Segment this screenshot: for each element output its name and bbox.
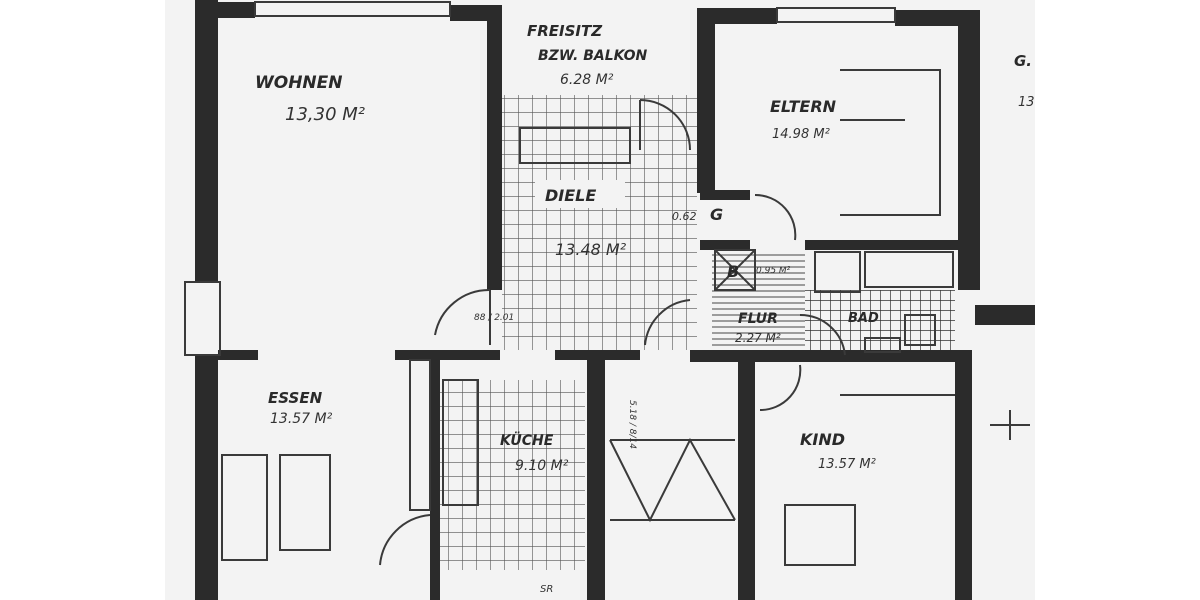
bad-tiles (805, 290, 955, 350)
flur-hatch (712, 250, 805, 348)
garderobe-area: 0.62 (672, 210, 697, 223)
garderobe-label: G (710, 205, 723, 224)
wohnen-area: 13,30 M² (285, 104, 365, 125)
diele-label-bg (535, 180, 625, 208)
diele-tiles (502, 95, 697, 350)
stair-mark: 5.18 / 8/14 (627, 400, 637, 449)
neighbor-area: 13 (1018, 95, 1035, 110)
neighbor-label: G. (1014, 52, 1032, 70)
diele-label: DIELE (545, 186, 596, 205)
essen-area: 13.57 M² (270, 411, 333, 427)
freisitz-area: 6.28 M² (560, 72, 614, 88)
essen-label: ESSEN (268, 389, 323, 407)
flur-area: 2.27 M² (735, 331, 781, 345)
eltern-label: ELTERN (770, 97, 837, 116)
kind-area: 13.57 M² (818, 457, 876, 472)
flur-label: FLUR (738, 311, 778, 327)
kueche-area: 9.10 M² (515, 458, 569, 474)
walls (195, 0, 1035, 600)
kueche-tiles (440, 380, 585, 570)
wohnen-label: WOHNEN (255, 73, 343, 93)
bottom-mark: SR (540, 584, 553, 595)
bad-label: BAD (848, 311, 879, 326)
besen-label: B (727, 262, 739, 281)
kind-label: KIND (800, 430, 845, 449)
diele-area: 13.48 M² (555, 240, 627, 259)
besen-area: 0.95 M² (756, 266, 791, 276)
eltern-area: 14.98 M² (772, 127, 830, 142)
freisitz-sub: BZW. BALKON (538, 48, 648, 64)
freisitz-label: FREISITZ (527, 22, 603, 40)
kueche-label: KÜCHE (500, 431, 554, 449)
fixtures (184, 1, 1030, 566)
diele-door-mark: 88 / 2.01 (474, 313, 514, 323)
